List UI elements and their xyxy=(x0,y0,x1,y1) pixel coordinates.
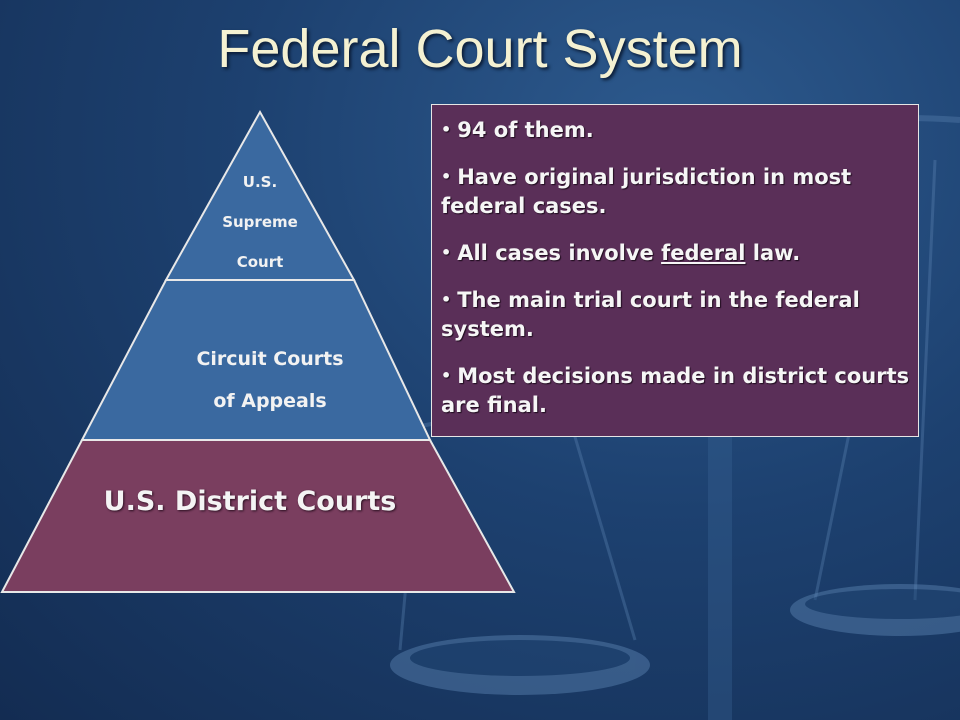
bullet-icon: • xyxy=(441,243,452,262)
page-title: Federal Court System xyxy=(217,19,743,79)
district-court-tier xyxy=(0,439,516,593)
info-item: •Most decisions made in district courts … xyxy=(441,361,910,420)
info-item: •Have original jurisdiction in most fede… xyxy=(441,162,910,221)
bullet-icon: • xyxy=(441,167,452,186)
supreme-court-label: U.S. Supreme Court xyxy=(185,162,335,282)
info-item: •The main trial court in the federal sys… xyxy=(441,285,910,344)
appeals-court-label: Circuit Courts of Appeals xyxy=(130,338,410,422)
info-item: • All cases involve federal law. xyxy=(441,238,910,268)
bullet-icon: • xyxy=(441,120,452,139)
info-item: • 94 of them. xyxy=(441,115,910,145)
info-item-text-before: All cases involve xyxy=(457,241,662,265)
district-courts-info-box: •94 of them. •Have original jurisdiction… xyxy=(431,104,919,437)
info-list: •94 of them. •Have original jurisdiction… xyxy=(441,115,910,420)
appeals-label-line-2: of Appeals xyxy=(213,390,327,412)
supreme-label-line-1: U.S. xyxy=(242,173,278,191)
district-court-label: U.S. District Courts xyxy=(103,486,397,517)
bullet-icon: • xyxy=(441,366,452,385)
supreme-label-line-3: Court xyxy=(236,253,284,271)
info-item-text: 94 of them. xyxy=(457,118,594,142)
info-item-text: Most decisions made in district courts a… xyxy=(441,364,910,417)
info-item-emphasis: federal xyxy=(661,241,746,265)
bullet-icon: • xyxy=(441,290,452,309)
info-item-text-after: law. xyxy=(745,241,801,265)
appeals-label-line-1: Circuit Courts xyxy=(196,348,344,370)
info-item-text: The main trial court in the federal syst… xyxy=(441,288,860,341)
supreme-label-line-2: Supreme xyxy=(222,213,298,231)
info-item-text: Have original jurisdiction in most feder… xyxy=(441,165,852,218)
court-pyramid xyxy=(0,109,516,593)
